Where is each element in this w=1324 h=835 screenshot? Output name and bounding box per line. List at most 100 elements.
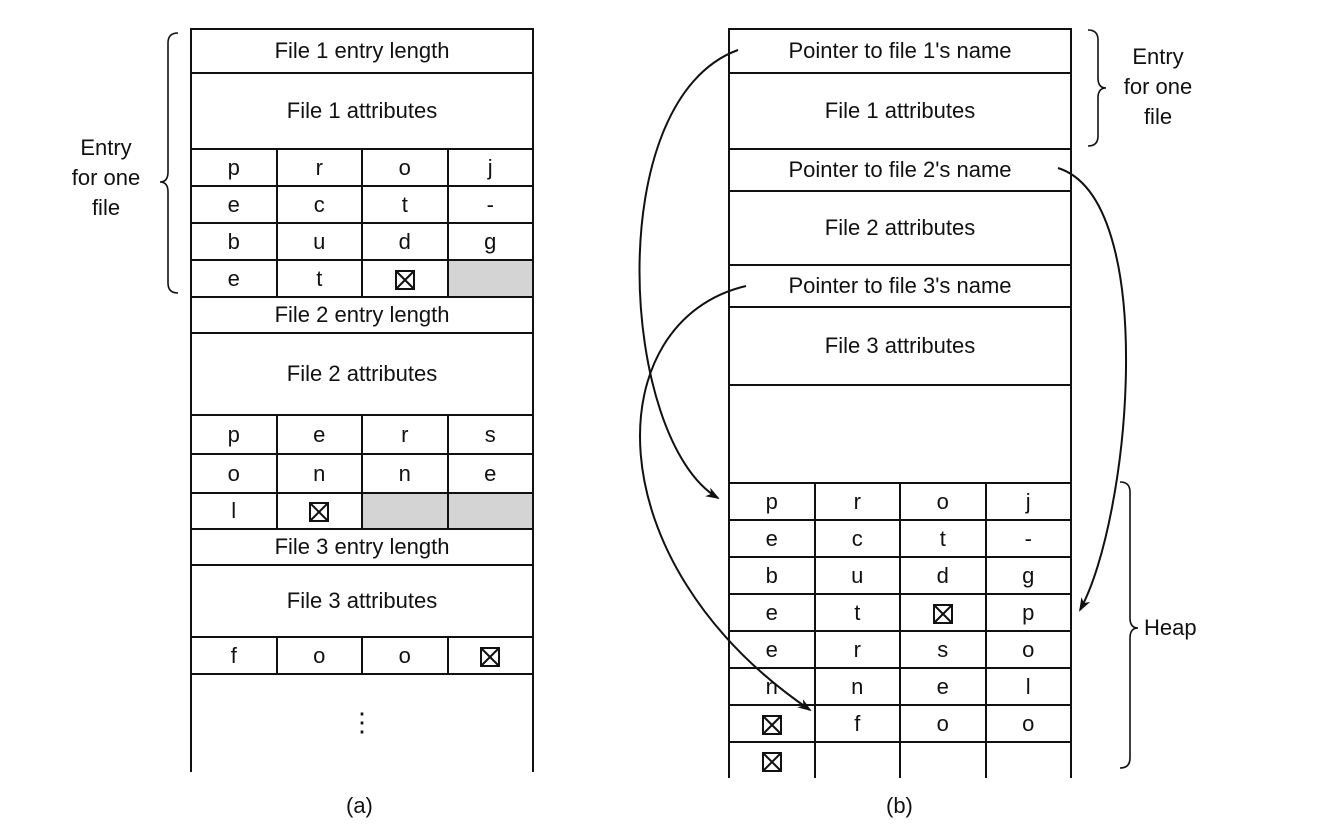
- name-char-cell: e: [446, 453, 534, 494]
- heap-label: Heap: [1144, 615, 1197, 640]
- name-char-cell: j: [984, 482, 1072, 521]
- name-char-cell: c: [275, 185, 363, 224]
- pointer-row: Pointer to file 2's name: [728, 148, 1072, 192]
- name-char-cell: t: [813, 593, 901, 632]
- pointer-row: Pointer to file 1's name: [728, 28, 1072, 74]
- pointer-row: Pointer to file 3's name: [728, 264, 1072, 308]
- name-terminator-cell: [446, 636, 534, 675]
- name-char-cell: o: [984, 630, 1072, 669]
- name-char-cell: u: [813, 556, 901, 595]
- name-char-cell: n: [728, 667, 816, 706]
- attributes-row: File 2 attributes: [728, 190, 1072, 266]
- name-char-cell: j: [446, 148, 534, 187]
- free-space-row: [728, 384, 1072, 484]
- end-of-name-marker-icon: [932, 603, 953, 624]
- name-char-cell: o: [361, 148, 449, 187]
- name-char-cell: o: [899, 482, 987, 521]
- name-char-cell: o: [361, 636, 449, 675]
- end-of-name-marker-icon: [394, 269, 415, 290]
- name-char-cell: o: [899, 704, 987, 743]
- name-char-cell: g: [984, 556, 1072, 595]
- name-terminator-cell: [899, 593, 987, 632]
- name-char-cell: p: [984, 593, 1072, 632]
- name-char-cell: s: [446, 414, 534, 455]
- name-char-cell: n: [275, 453, 363, 494]
- entry-length-row: File 3 entry length: [190, 528, 534, 566]
- name-char-cell: t: [361, 185, 449, 224]
- heap-brace: [1119, 481, 1139, 769]
- caption-a: (a): [346, 793, 373, 818]
- end-of-name-marker-icon: [480, 646, 501, 667]
- name-char-cell: e: [899, 667, 987, 706]
- name-char-cell: u: [275, 222, 363, 261]
- padding-cell: [446, 492, 534, 530]
- name-char-cell: e: [728, 630, 816, 669]
- name-char-cell: -: [446, 185, 534, 224]
- caption-b: (b): [886, 793, 913, 818]
- name-char-cell: d: [899, 556, 987, 595]
- entry-length-row: File 2 entry length: [190, 296, 534, 334]
- name-char-cell: r: [813, 482, 901, 521]
- name-terminator-cell: [728, 741, 816, 778]
- entry-length-row: File 1 entry length: [190, 28, 534, 74]
- empty-heap-cell: [899, 741, 987, 778]
- name-char-cell: p: [190, 414, 278, 455]
- padding-cell: [446, 259, 534, 298]
- heap-row: [728, 741, 1072, 778]
- padding-cell: [361, 492, 449, 530]
- name-terminator-cell: [275, 492, 363, 530]
- name-char-cell: e: [190, 259, 278, 298]
- name-char-cell: n: [361, 453, 449, 494]
- attributes-row: File 3 attributes: [728, 306, 1072, 386]
- name-char-cell: l: [984, 667, 1072, 706]
- pointer-arrow-file-3: [638, 285, 812, 712]
- name-char-cell: c: [813, 519, 901, 558]
- name-char-cell: e: [275, 414, 363, 455]
- name-char-cell: f: [813, 704, 901, 743]
- name-char-cell: s: [899, 630, 987, 669]
- name-char-cell: f: [190, 636, 278, 675]
- name-char-cell: l: [190, 492, 278, 530]
- continuation-row: ⋮: [190, 673, 534, 772]
- name-char-cell: r: [813, 630, 901, 669]
- entry-brace-b: [1087, 29, 1107, 147]
- name-terminator-cell: [361, 259, 449, 298]
- name-chars-row: l: [190, 492, 534, 530]
- name-char-cell: o: [984, 704, 1072, 743]
- entry-label-b: Entry for one file: [1123, 44, 1193, 129]
- attributes-row: File 2 attributes: [190, 332, 534, 416]
- pointer-arrow-file-1: [638, 49, 739, 500]
- name-char-cell: -: [984, 519, 1072, 558]
- name-char-cell: r: [361, 414, 449, 455]
- name-char-cell: e: [728, 593, 816, 632]
- name-char-cell: n: [813, 667, 901, 706]
- name-char-cell: o: [275, 636, 363, 675]
- entry-label-a: Entry for one file: [71, 135, 141, 220]
- end-of-name-marker-icon: [761, 714, 782, 735]
- name-char-cell: g: [446, 222, 534, 261]
- end-of-name-marker-icon: [761, 751, 782, 772]
- name-char-cell: e: [728, 519, 816, 558]
- name-char-cell: b: [728, 556, 816, 595]
- attributes-row: File 3 attributes: [190, 564, 534, 638]
- entry-brace-a: [159, 32, 179, 294]
- empty-heap-cell: [984, 741, 1072, 778]
- name-char-cell: p: [190, 148, 278, 187]
- attributes-row: File 1 attributes: [190, 72, 534, 150]
